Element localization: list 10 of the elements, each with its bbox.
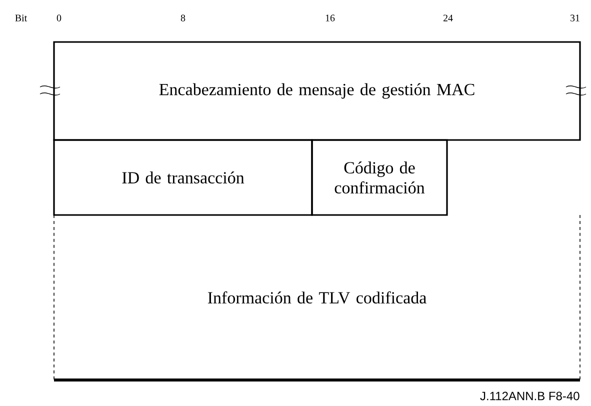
field-box: Encabezamiento de mensaje de gestión MAC <box>53 41 581 141</box>
bit-number: 8 <box>180 14 186 22</box>
field-box: Código de confirmación <box>311 139 448 216</box>
bit-number: 16 <box>326 14 335 22</box>
field-box: ID de transacción <box>53 139 313 216</box>
variable-field-box: Información de TLV codificada <box>54 214 580 382</box>
bit-number: Bit <box>15 14 28 22</box>
bit-number: 24 <box>443 14 453 22</box>
bit-number: 0 <box>56 14 62 22</box>
bit-number: 31 <box>570 14 580 22</box>
